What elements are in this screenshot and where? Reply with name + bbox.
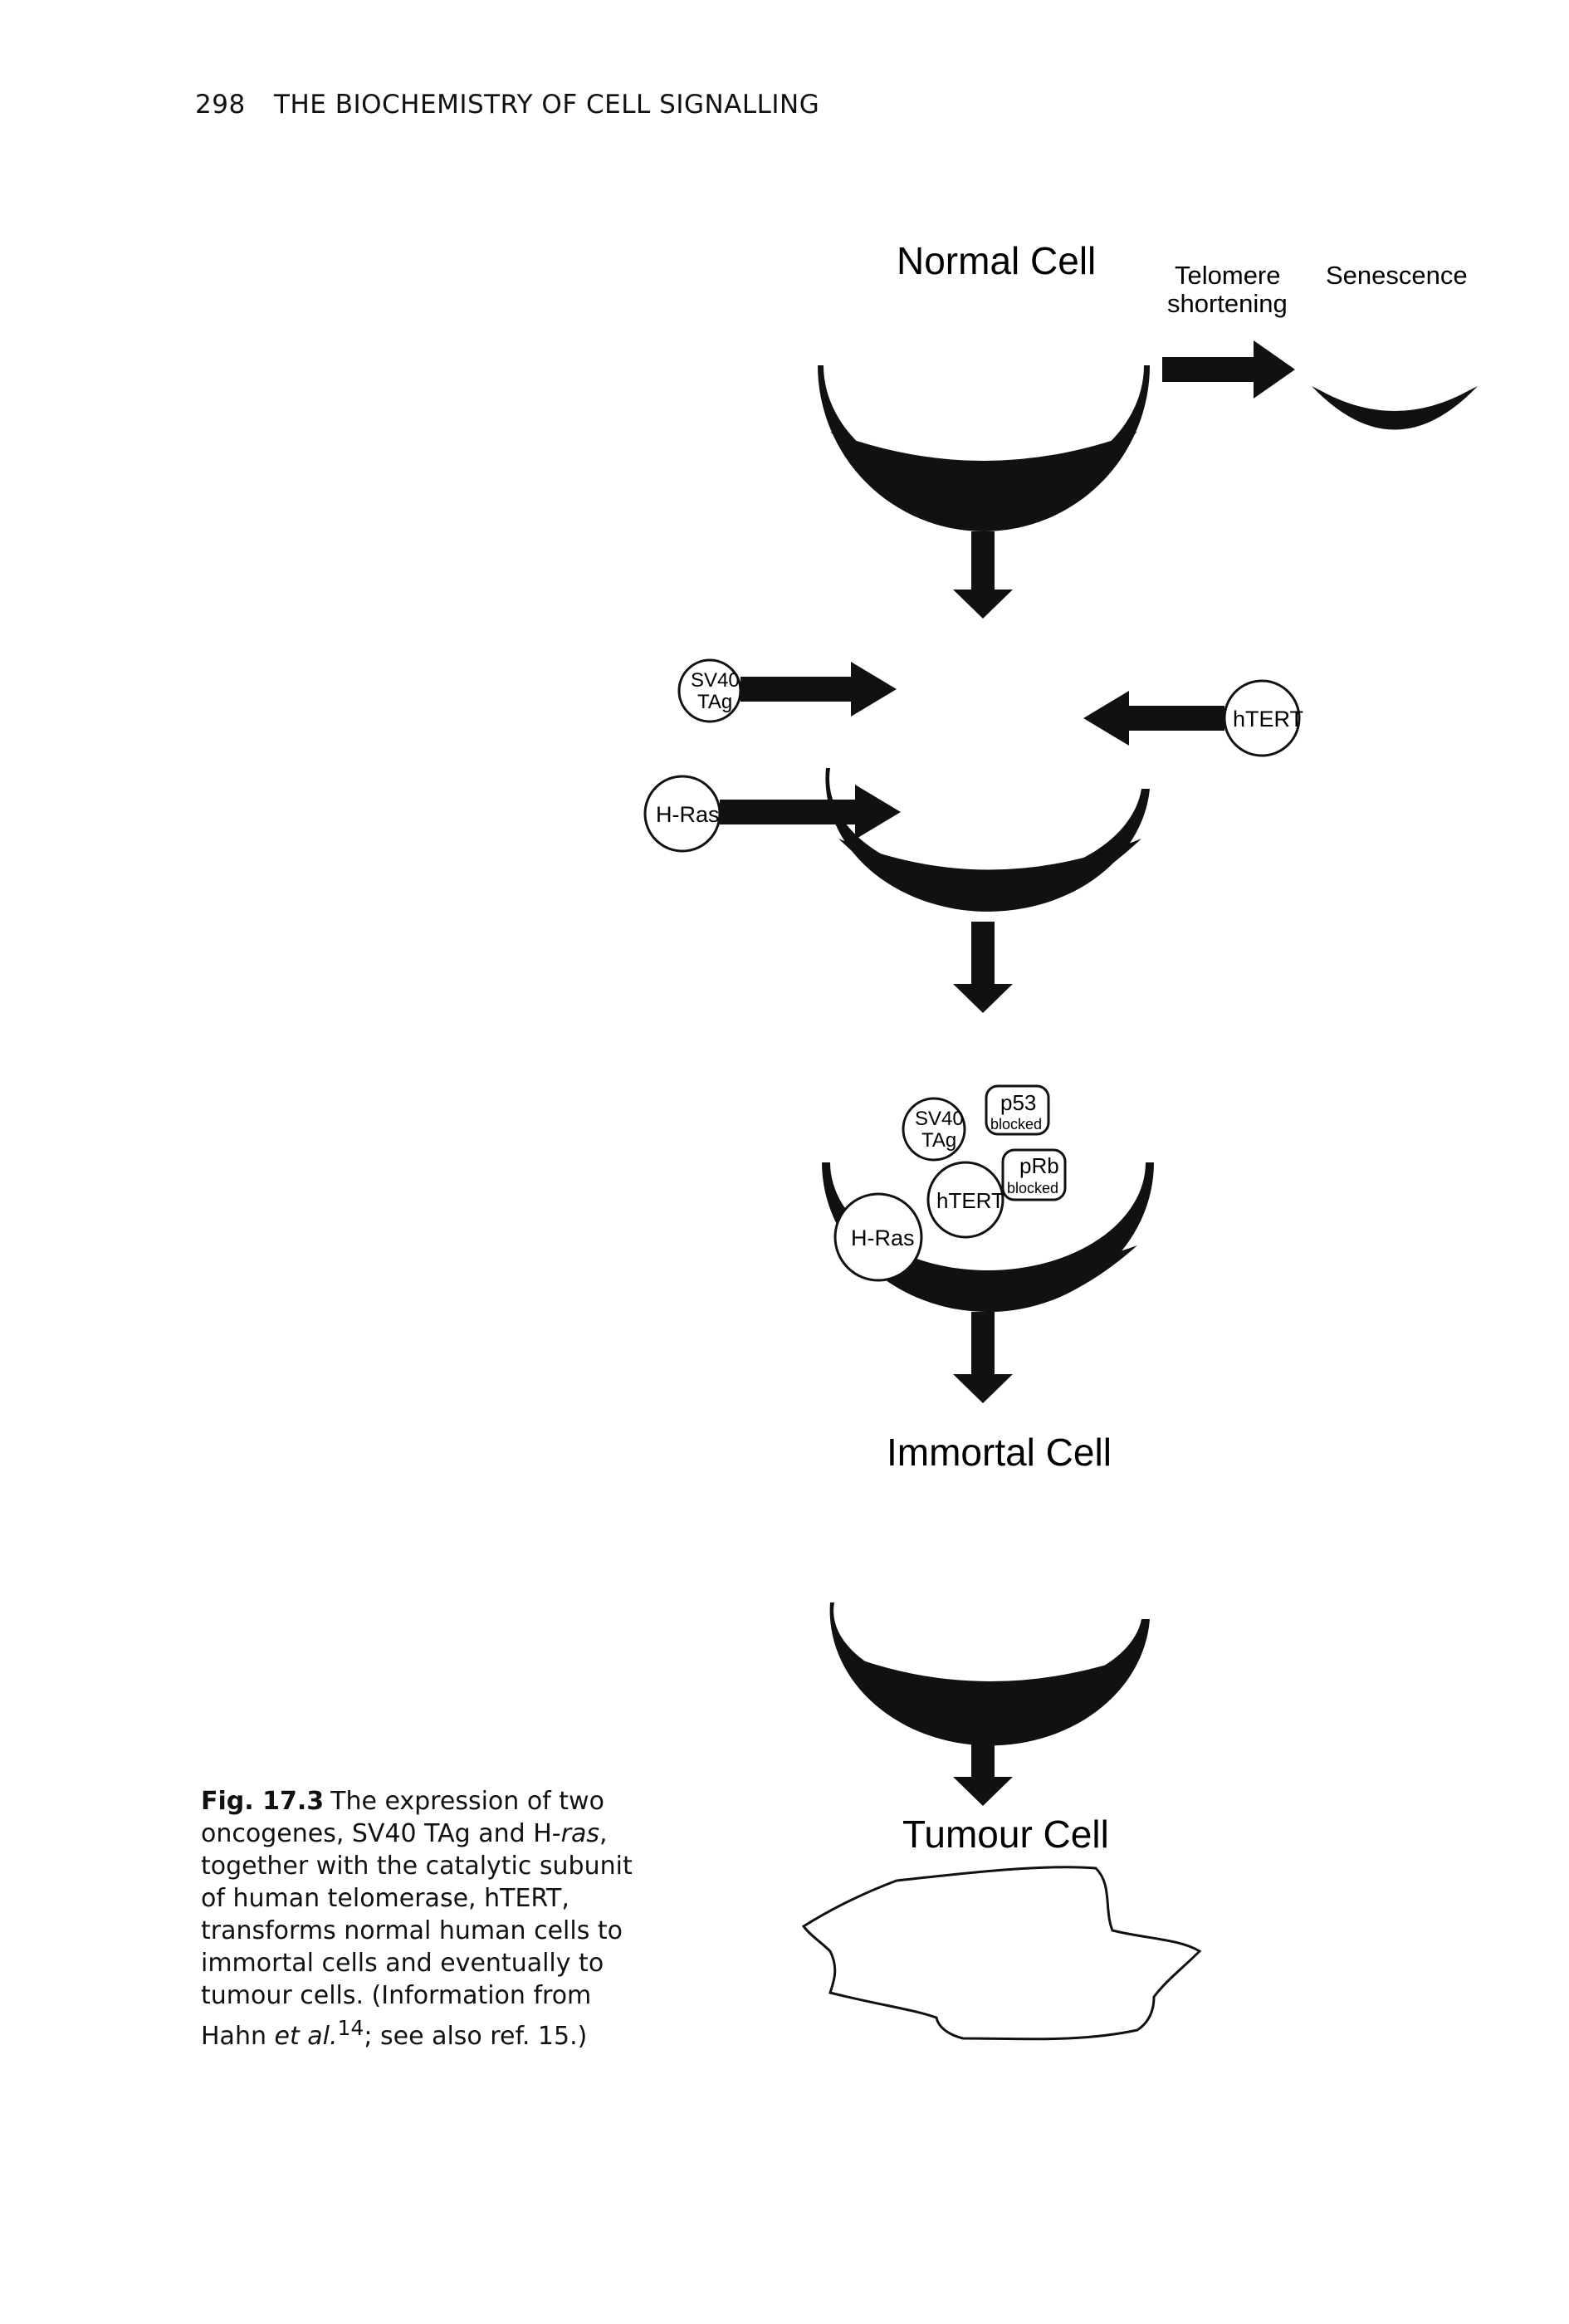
hras-label-left: H-Ras — [656, 802, 720, 827]
hras-arrow — [720, 785, 901, 839]
caption-line: transforms normal human cells to — [201, 1916, 623, 1945]
htert-label-right: hTERT — [1233, 707, 1303, 731]
prb-box — [1001, 1148, 1067, 1201]
senescent-cell-cup — [1312, 386, 1478, 430]
telomere-label-top: Telomere — [1175, 261, 1281, 290]
caption-line: of human telomerase, hTERT, — [201, 1884, 569, 1913]
down-arrow-1-shaft — [971, 531, 995, 594]
hras-circle-inside — [833, 1192, 923, 1282]
caption-ref-superscript: 14 — [337, 2016, 364, 2040]
down-arrow-2-shaft — [971, 922, 995, 988]
running-header: 298 THE BIOCHEMISTRY OF CELL SIGNALLING — [195, 90, 819, 120]
down-arrow-4-head — [953, 1777, 1013, 1806]
sv40-label-inside: SV40 — [915, 1108, 964, 1130]
normal-cell-cup-body — [830, 432, 1137, 506]
middle-cell-cup-body — [838, 839, 1141, 912]
tag-label-left: TAg — [697, 691, 732, 713]
caption-line: immortal cells and eventually to — [201, 1949, 604, 1978]
down-arrow-1-head — [953, 590, 1013, 619]
immortal-cell-cup — [829, 1602, 1150, 1746]
immortal-cell-label: Immortal Cell — [887, 1431, 1112, 1474]
normal-cell-cup — [818, 365, 1150, 531]
tumour-cell-label: Tumour Cell — [902, 1813, 1109, 1856]
tag-label-inside: TAg — [921, 1129, 956, 1152]
caption-text: The expression of two — [330, 1787, 604, 1816]
htert-arrow — [1083, 691, 1224, 746]
p53-box — [985, 1084, 1050, 1136]
sv40-tag-circle-inside — [902, 1097, 966, 1162]
caption-line: tumour cells. (Information from — [201, 1981, 592, 2010]
p53-blocked-label: blocked — [990, 1116, 1042, 1133]
caption-line: together with the catalytic subunit — [201, 1852, 633, 1881]
caption-text: Hahn — [201, 2022, 275, 2051]
hras-label-inside: H-Ras — [851, 1226, 915, 1250]
telomere-arrow — [1162, 340, 1295, 399]
htert-circle-inside — [926, 1161, 1004, 1239]
senescence-label: Senescence — [1326, 261, 1468, 290]
third-cell-cup-body — [847, 1245, 1137, 1312]
down-arrow-2-head — [953, 984, 1013, 1013]
caption-tail: ; see also ref. 15.) — [364, 2022, 588, 2051]
immortal-cell-cup-body — [851, 1656, 1133, 1713]
caption-text: oncogenes, SV40 TAg and H- — [201, 1819, 561, 1848]
running-title: THE BIOCHEMISTRY OF CELL SIGNALLING — [274, 90, 820, 120]
tumour-cell-outline — [801, 1866, 1202, 2041]
caption-ras-italic: ras — [560, 1819, 599, 1848]
caption-line: Hahn et al.14; see also ref. 15.) — [201, 2012, 633, 2052]
htert-label-inside: hTERT — [936, 1188, 1004, 1213]
down-arrow-3-head — [953, 1374, 1013, 1403]
down-arrow-3-shaft — [971, 1312, 995, 1378]
caption-line: oncogenes, SV40 TAg and H-ras, — [201, 1818, 633, 1850]
sv40-arrow — [741, 662, 897, 717]
p53-label: p53 — [1000, 1090, 1036, 1115]
figure-number: Fig. 17.3 — [201, 1787, 325, 1816]
caption-etal: et al. — [274, 2022, 338, 2051]
telomere-label-bottom: shortening — [1167, 289, 1288, 318]
prb-label: pRb — [1019, 1153, 1059, 1178]
page-number: 298 — [195, 90, 246, 120]
down-arrow-4-shaft — [971, 1715, 995, 1781]
sv40-label-left: SV40 — [691, 669, 740, 692]
caption-ras-trailing: , — [599, 1819, 608, 1848]
prb-blocked-label: blocked — [1007, 1180, 1058, 1196]
htert-circle-right — [1223, 679, 1301, 757]
normal-cell-label: Normal Cell — [897, 239, 1096, 282]
